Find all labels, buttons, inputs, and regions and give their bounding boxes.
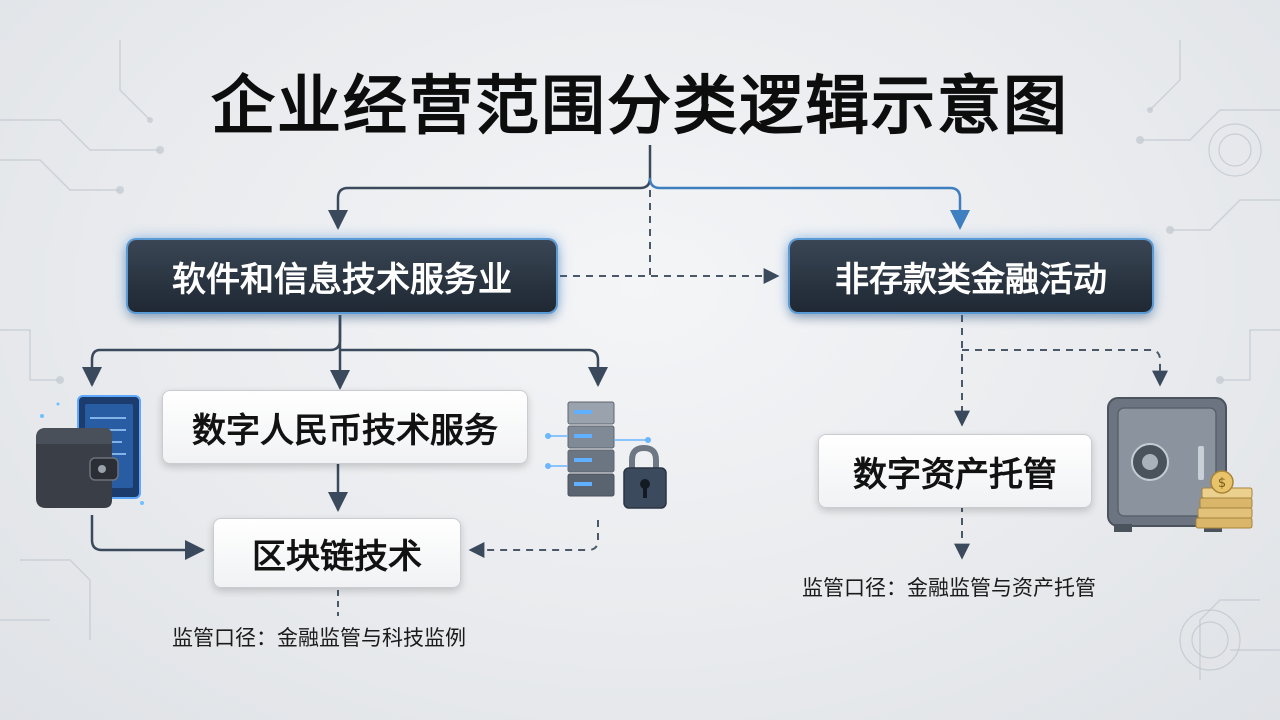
digital-rmb-tech-service-box: 数字人民币技术服务: [162, 390, 528, 464]
digital-asset-custody-box: 数字资产托管: [818, 434, 1092, 508]
right-regulatory-note: 监管口径：金融监管与资产托管: [802, 576, 1096, 600]
safe-coins-icon: $: [1107, 397, 1253, 532]
non-deposit-finance-box: 非存款类金融活动: [790, 240, 1152, 312]
diagram-title: 企业经营范围分类逻辑示意图: [211, 70, 1069, 144]
title-split-connector: [328, 145, 970, 275]
left-subtree-connectors: [82, 315, 608, 616]
svg-text:$: $: [1218, 476, 1226, 491]
server-lock-icon: [545, 401, 667, 509]
left-regulatory-note: 监管口径：金融监管与科技监例: [172, 626, 466, 650]
blockchain-tech-box: 区块链技术: [213, 518, 461, 588]
software-it-services-box: 软件和信息技术服务业: [128, 240, 556, 312]
digital-wallet-icon: [36, 395, 144, 508]
right-subtree-connectors: [954, 315, 1168, 560]
